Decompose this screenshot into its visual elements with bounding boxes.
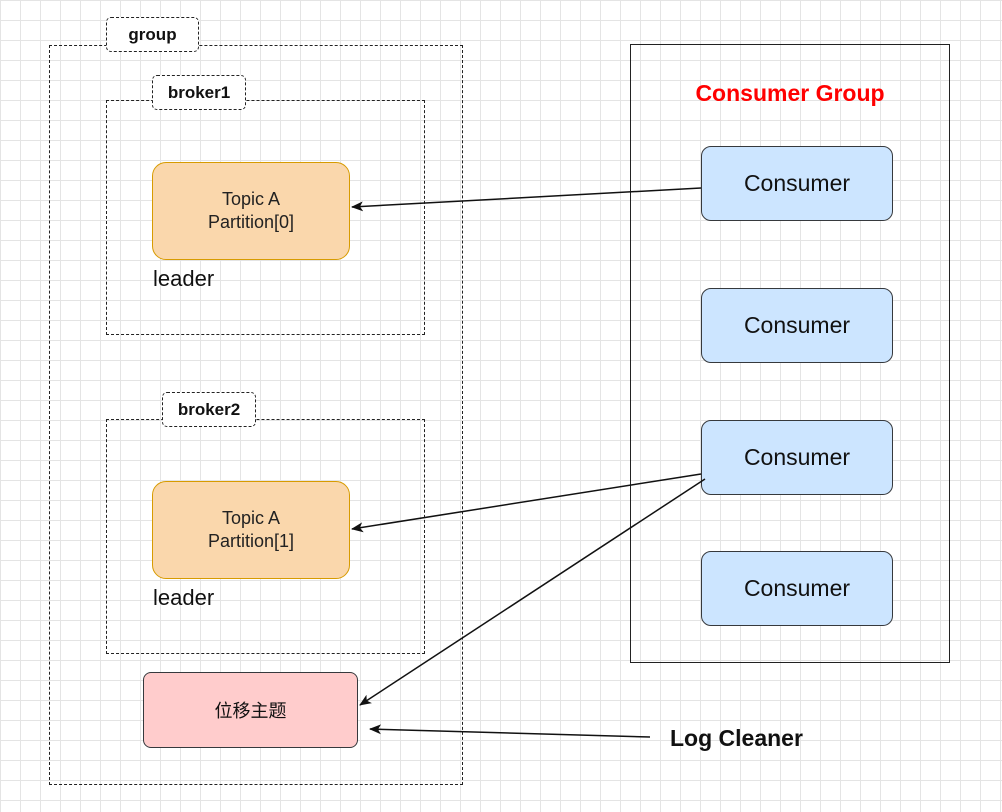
broker2-leader-label: leader — [153, 585, 215, 610]
broker2-label: broker2 — [162, 392, 256, 427]
consumer-group-container — [630, 44, 950, 663]
partition-1-topic: Topic A — [221, 508, 281, 528]
partition-0-name: Partition[0] — [207, 212, 295, 232]
partition-0-topic: Topic A — [221, 189, 281, 209]
group-container — [49, 45, 463, 785]
edge-consumer1-to-partition0 — [351, 187, 702, 212]
edge-consumer3-to-partition1 — [351, 473, 702, 533]
partition-1-name: Partition[1] — [207, 531, 295, 551]
consumer-node-2: Consumer — [701, 288, 893, 363]
consumer-group-title: Consumer Group — [695, 80, 885, 106]
broker1-leader-label: leader — [153, 266, 215, 291]
partition-1-node: Topic A Partition[1] — [152, 481, 350, 579]
consumer-node-4: Consumer — [701, 551, 893, 626]
edge-log-cleaner-to-offset-topic — [369, 724, 651, 738]
broker1-container — [106, 100, 425, 335]
consumer-node-3: Consumer — [701, 420, 893, 495]
group-label: group — [106, 17, 199, 52]
partition-0-node: Topic A Partition[0] — [152, 162, 350, 260]
broker2-container — [106, 419, 425, 654]
broker1-label: broker1 — [152, 75, 246, 110]
edge-consumer3-to-offset-topic — [359, 478, 706, 706]
consumer-node-1: Consumer — [701, 146, 893, 221]
offset-topic-node: 位移主题 — [143, 672, 358, 748]
log-cleaner-label: Log Cleaner — [670, 725, 803, 751]
